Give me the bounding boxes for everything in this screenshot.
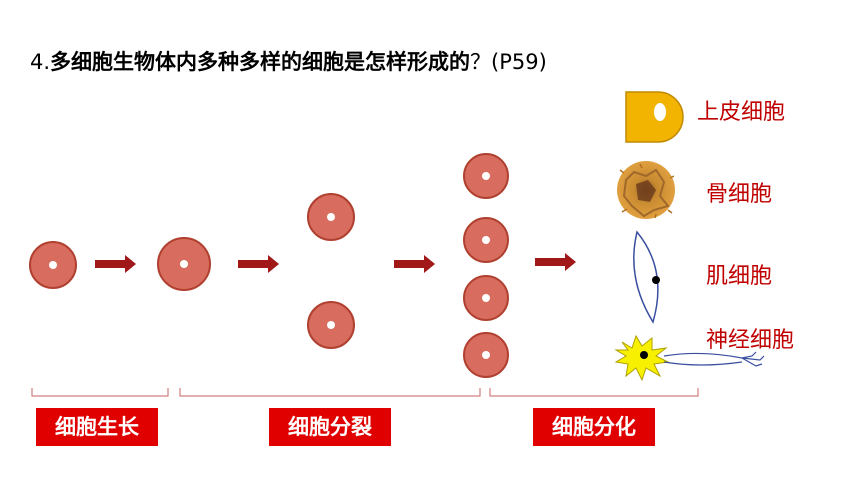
cell-column-1 — [463, 153, 509, 199]
arrow-2 — [238, 255, 279, 273]
bone-cell-icon — [617, 161, 675, 219]
arrow-4 — [535, 253, 576, 271]
bracket-differentiation — [489, 388, 699, 397]
label-muscle-cell: 肌细胞 — [706, 264, 773, 289]
question-body: 多细胞生物体内多种多样的细胞是怎样形成的 — [50, 50, 471, 74]
stage-label-differentiation: 细胞分化 — [533, 408, 655, 446]
question-text: 4.多细胞生物体内多种多样的细胞是怎样形成的？(P59) — [30, 46, 547, 76]
cell-initial — [29, 241, 77, 289]
cell-column-3 — [463, 275, 509, 321]
cell-divided-top — [307, 193, 355, 241]
label-nerve-cell: 神经细胞 — [706, 328, 795, 353]
question-page-ref: ？(P59) — [470, 50, 547, 74]
label-epithelial-cell: 上皮细胞 — [697, 100, 786, 125]
cell-divided-bottom — [307, 301, 355, 349]
epithelial-cell-icon — [625, 91, 684, 143]
cell-column-4 — [463, 332, 509, 378]
arrow-1 — [95, 255, 136, 273]
muscle-cell-icon — [633, 230, 660, 324]
cell-column-2 — [463, 217, 509, 263]
bracket-growth — [31, 388, 169, 397]
nerve-cell-icon — [614, 334, 765, 382]
question-number: 4. — [30, 50, 51, 74]
stage-label-growth: 细胞生长 — [36, 408, 158, 446]
arrow-3 — [394, 255, 435, 273]
cell-grown — [157, 237, 211, 291]
stage-label-division: 细胞分裂 — [269, 408, 391, 446]
label-bone-cell: 骨细胞 — [706, 182, 773, 207]
bracket-division — [179, 388, 481, 397]
